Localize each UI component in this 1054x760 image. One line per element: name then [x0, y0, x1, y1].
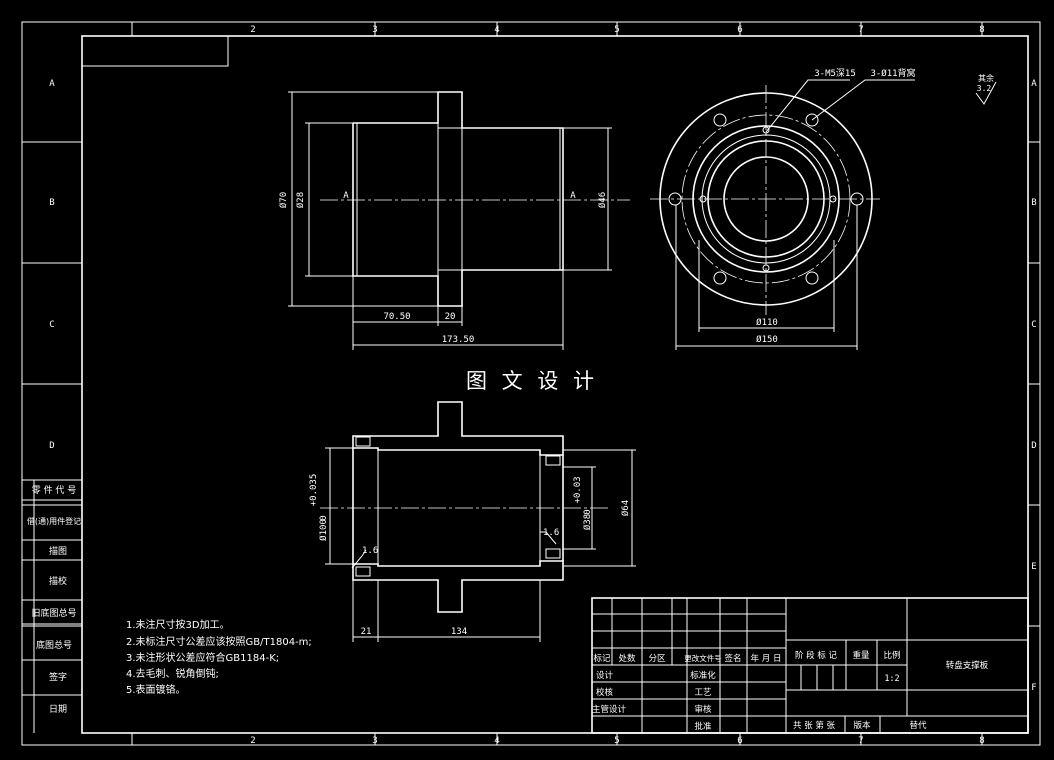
dim-left-tol-lower: 0 [319, 515, 329, 520]
sidebar-label: 底图总号 [36, 639, 72, 651]
note-line: 4.去毛刺、锐角倒钝; [126, 667, 219, 680]
section-mark-a: A [343, 191, 349, 201]
side-view: 3-M5深15 3-Ø11背窝 Ø110 Ø150 [650, 67, 916, 350]
row-label: B [1031, 198, 1036, 208]
row-label: E [1031, 562, 1036, 572]
sidebar-label: 日期 [49, 704, 67, 715]
col-label: 6 [737, 736, 742, 746]
front-view: Ø70 Ø28 Ø46 70.50 20 173.50 A A [278, 91, 630, 350]
tb-header: 处数 [618, 653, 636, 664]
col-label: 5 [614, 736, 619, 746]
dim-right-tol-upper: +0.03 [573, 476, 583, 503]
col-label: 4 [494, 25, 499, 35]
technical-notes: 1.未注尺寸按3D加工。 2.未标注尺寸公差应该按照GB/T1804-m; 3.… [126, 618, 312, 696]
dim-left-tol-upper: +0.035 [309, 474, 319, 507]
col-label: 5 [614, 25, 619, 35]
col-label: 3 [372, 25, 377, 35]
col-label: 7 [858, 25, 863, 35]
sidebar-label: 签字 [49, 671, 67, 683]
col-label: 4 [494, 736, 499, 746]
row-label: C [49, 320, 54, 330]
dim-right-tol-lower: 0 [583, 509, 593, 514]
note-line: 1.未注尺寸按3D加工。 [126, 618, 230, 631]
tb-header: 分区 [648, 654, 666, 664]
tb-header: 标记 [593, 653, 611, 664]
row-label: A [1031, 79, 1037, 89]
section-view: +0.035 0 Ø100 +0.03 0 Ø38 Ø64 1.6 1.6 21… [309, 401, 636, 642]
roughness-value: 3.2 [977, 84, 992, 93]
dim-outer-dia: Ø64 [620, 500, 631, 516]
row-label: A [49, 79, 55, 89]
sidebar-label: 旧底图总号 [31, 607, 76, 619]
roughness-symbol: 其余 3.2 [975, 73, 997, 105]
note-line: 2.未标注尺寸公差应该按照GB/T1804-m; [126, 635, 312, 648]
tb-stage-header: 阶 段 标 记 [795, 650, 838, 661]
tb-header: 更改文件号 [684, 653, 722, 663]
callout-tapped-holes: 3-M5深15 [814, 68, 856, 79]
sidebar-label: 描校 [49, 575, 67, 587]
callout-counterbore: 3-Ø11背窝 [870, 67, 915, 79]
tb-mid-row: 标准化 [690, 670, 716, 681]
tb-stage-header: 重量 [852, 650, 870, 661]
tb-mid-row: 批准 [694, 721, 712, 732]
dim-right-dia: Ø46 [597, 192, 608, 208]
tb-header: 年 月 日 [751, 653, 782, 664]
tb-stage-header: 比例 [883, 650, 900, 661]
sidebar-label: 描图 [49, 545, 67, 557]
dim-flange-outer: Ø150 [756, 334, 778, 345]
tb-part-name: 转盘支撑板 [946, 660, 989, 671]
row-label: D [49, 441, 54, 451]
row-label: C [1031, 320, 1036, 330]
roughness-left: 1.6 [362, 546, 378, 556]
tb-mid-row: 工艺 [694, 688, 711, 698]
dim-flange-w: 20 [445, 312, 456, 322]
tb-mid-row: 审核 [694, 704, 712, 715]
dim-left-dia: Ø100 [318, 519, 329, 541]
roughness-right: 1.6 [543, 528, 559, 538]
col-label: 2 [250, 25, 255, 35]
tb-left-row: 设计 [596, 670, 614, 681]
dim-right-dia: Ø38 [582, 514, 593, 530]
sidebar-table: 零 件 代 号 借(通)用件登记 描图 描校 旧底图总号 底图总号 签字 日期 [22, 479, 82, 733]
tb-left-row: 校核 [596, 687, 614, 698]
dim-len-left: 70.50 [383, 312, 410, 322]
col-label: 7 [858, 736, 863, 746]
dim-total-len: 173.50 [442, 335, 475, 345]
dim-len-b: 134 [451, 627, 467, 637]
row-letters: A B C D A B C D E F [49, 79, 1037, 693]
center-title: 图 文 设 计 [466, 369, 598, 393]
roughness-label: 其余 [978, 73, 994, 83]
top-left-box [81, 35, 229, 67]
tb-version: 版本 [853, 720, 871, 731]
row-label: F [1031, 683, 1036, 693]
col-label: 8 [979, 736, 984, 746]
title-block: 标记 处数 分区 更改文件号 签名 年 月 日 设计 校核 主管设计 标准化 工… [591, 597, 1029, 734]
note-line: 5.表面镀铬。 [126, 683, 186, 696]
sidebar-label: 零 件 代 号 [32, 484, 77, 496]
column-ticks [22, 22, 1040, 745]
dim-len-a: 21 [361, 627, 372, 637]
row-label: B [49, 198, 54, 208]
dim-pcd: Ø110 [756, 317, 778, 328]
dim-outer-dia: Ø70 [278, 192, 289, 208]
tb-header: 签名 [724, 653, 741, 664]
sidebar-label: 借(通)用件登记 [27, 516, 81, 526]
col-label: 3 [372, 736, 377, 746]
note-line: 3.未注形状公差应符合GB1184-K; [126, 651, 279, 664]
col-label: 6 [737, 25, 742, 35]
row-label: D [1031, 441, 1036, 451]
col-label: 2 [250, 736, 255, 746]
column-numbers: 2 3 4 5 6 7 8 2 3 4 5 6 7 8 [250, 25, 984, 746]
tb-sheet-count: 共 张 第 张 [793, 720, 836, 731]
tb-replace: 替代 [909, 720, 927, 731]
col-label: 8 [979, 25, 984, 35]
dim-bore-dia: Ø28 [295, 192, 306, 208]
section-mark-a: A [570, 191, 576, 201]
tb-left-row: 主管设计 [592, 704, 627, 715]
tb-scale: 1:2 [884, 674, 899, 684]
